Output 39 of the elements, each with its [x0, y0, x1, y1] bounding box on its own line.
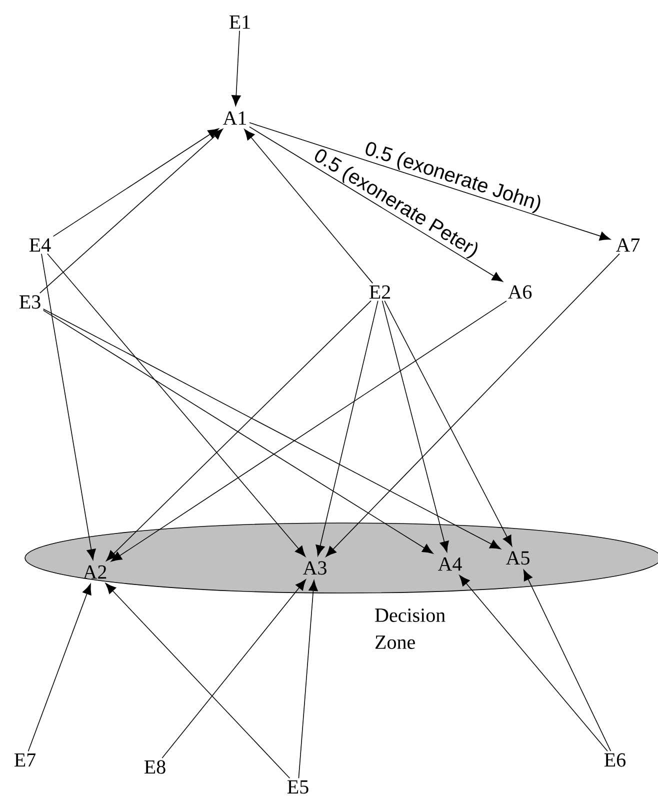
node-label: A2 — [82, 565, 106, 579]
node-label: A6 — [508, 285, 532, 299]
node-label: A3 — [302, 561, 326, 575]
arrow — [523, 570, 612, 752]
arrow — [326, 253, 620, 557]
arrow — [106, 300, 372, 562]
node-label: E7 — [14, 753, 36, 767]
arrow — [105, 582, 290, 779]
arrow — [42, 308, 501, 550]
arrow — [459, 575, 608, 752]
node-label: A4 — [438, 557, 462, 571]
arrow — [110, 300, 507, 562]
arrow — [28, 584, 92, 752]
node-label: E8 — [144, 760, 166, 774]
arrow — [162, 579, 306, 758]
node-label: E4 — [29, 238, 51, 252]
arrow — [298, 580, 318, 779]
zone-label: Decision Zone — [375, 608, 446, 649]
node-label: E2 — [369, 285, 390, 299]
arrow — [382, 300, 449, 552]
arrow — [249, 122, 611, 241]
node-label: E3 — [19, 295, 40, 309]
node-label: A7 — [616, 238, 640, 252]
arrow — [249, 126, 503, 282]
arrow — [232, 30, 241, 106]
node-label: A5 — [506, 551, 530, 565]
node-label: E1 — [229, 15, 250, 29]
arrow — [316, 300, 378, 556]
arrow — [52, 128, 219, 237]
arrow — [244, 129, 374, 284]
arrow — [47, 253, 306, 557]
node-label: E6 — [604, 753, 626, 767]
arrow — [40, 128, 223, 294]
node-label: E5 — [287, 780, 308, 794]
decision-zone-ellipse — [24, 522, 658, 649]
arrow — [42, 310, 434, 554]
arrow — [41, 253, 96, 560]
arrow — [384, 300, 512, 546]
node-label: A1 — [222, 111, 246, 125]
